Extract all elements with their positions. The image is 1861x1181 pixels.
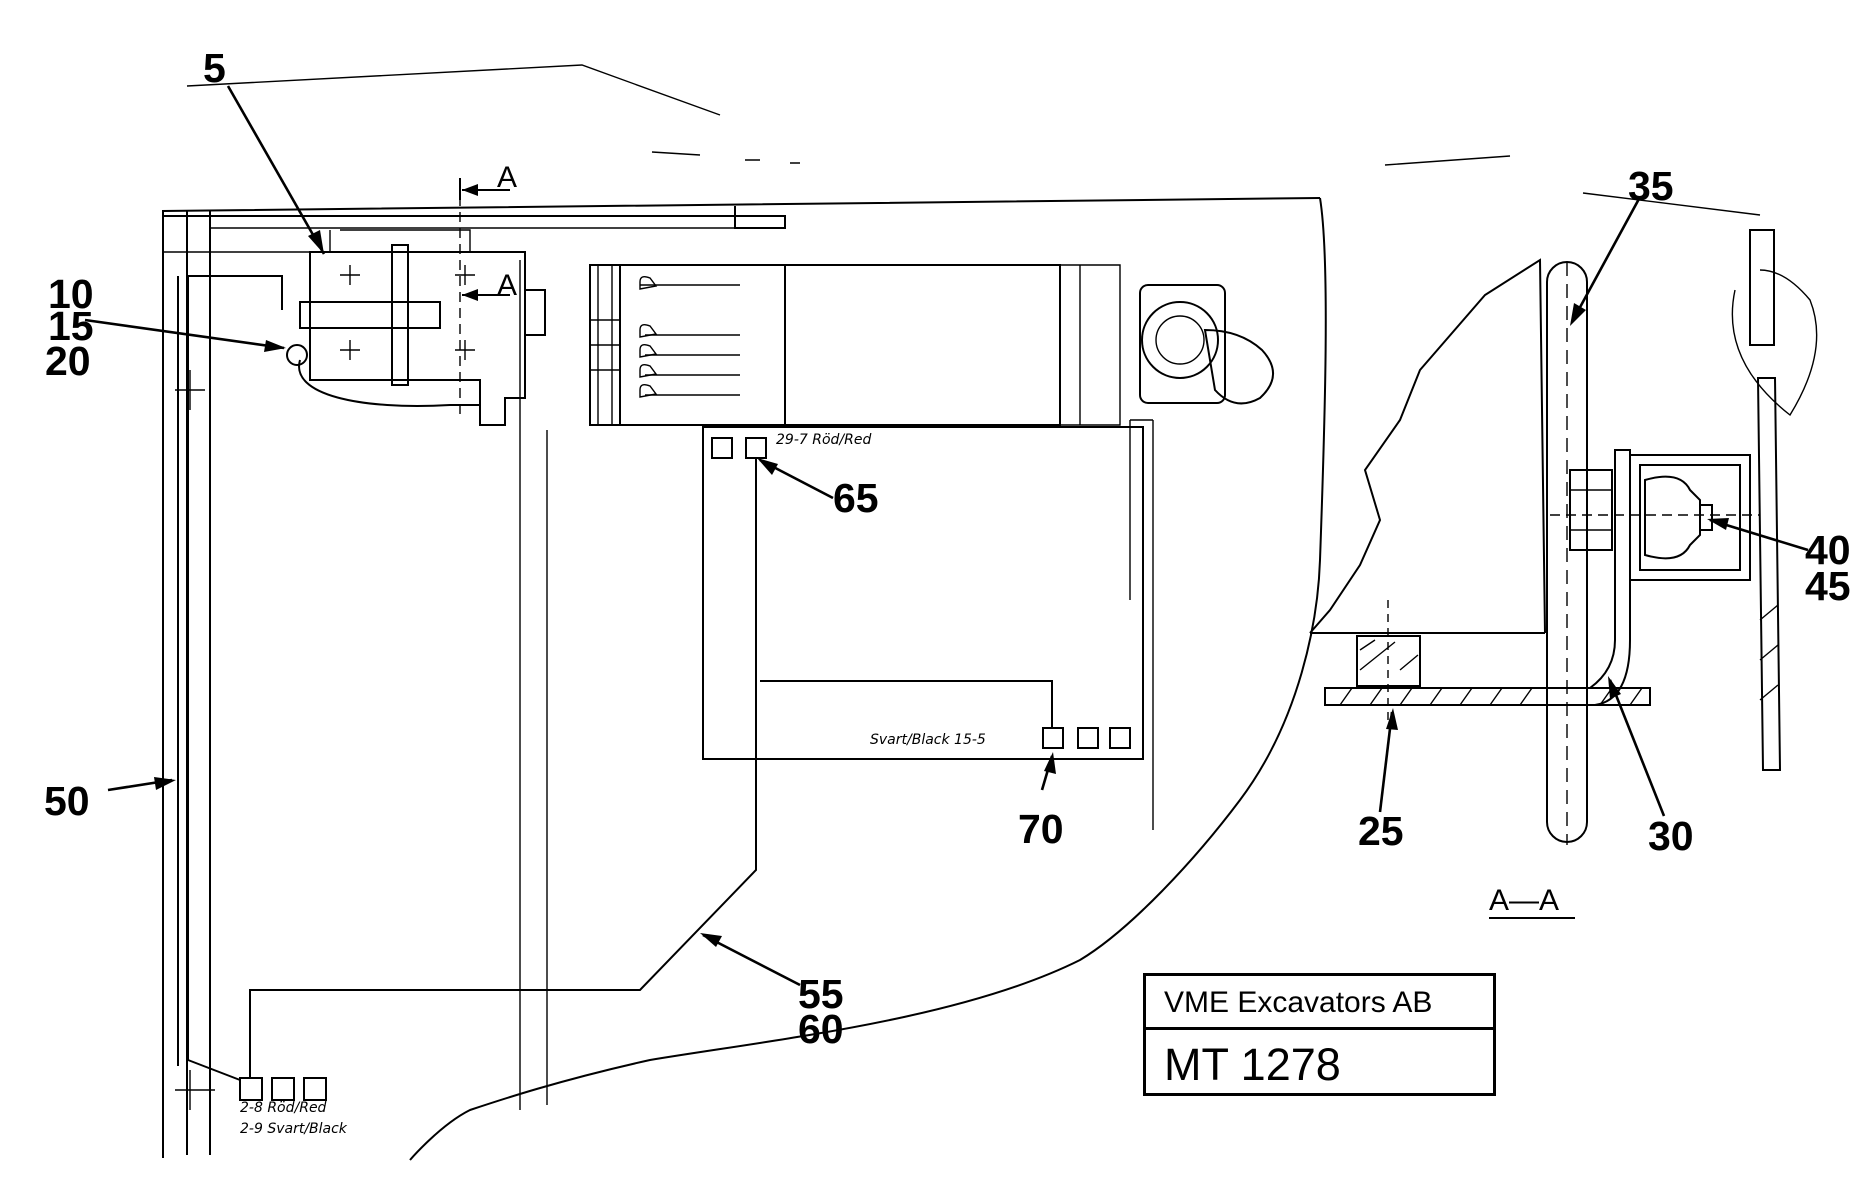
callout-55: 55 <box>798 971 844 1017</box>
wire-label-29-7: 29-7 Röd/Red <box>776 432 871 448</box>
callout-65: 65 <box>833 475 879 521</box>
callout-numbers: 5 10 15 20 50 65 70 55 60 35 40 45 25 30 <box>44 45 1851 1052</box>
terminal-block <box>177 275 327 1101</box>
drawing-number: MT 1278 <box>1164 1039 1341 1090</box>
callout-5: 5 <box>203 45 226 91</box>
section-mark-lower: A <box>497 269 517 302</box>
callout-15: 15 <box>48 303 94 349</box>
callout-70: 70 <box>1018 806 1064 852</box>
callout-20: 20 <box>45 338 91 384</box>
leader-arrows <box>84 85 1809 987</box>
wire-label-2-8: 2-8 Röd/Red <box>240 1100 327 1116</box>
callout-60: 60 <box>798 1006 844 1052</box>
company-name: VME Excavators AB <box>1146 976 1493 1030</box>
title-block: VME Excavators AB MT 1278 <box>1143 973 1496 1096</box>
wire-label-2-9: 2-9 Svart/Black <box>240 1121 348 1137</box>
section-a-a <box>1309 229 1818 845</box>
callout-30: 30 <box>1648 813 1694 859</box>
callout-45: 45 <box>1805 563 1851 609</box>
callout-10: 10 <box>48 271 94 317</box>
connector-strip <box>589 264 1121 426</box>
wire-label-15-5: Svart/Black 15-5 <box>870 732 986 748</box>
section-mark-upper: A <box>497 161 517 194</box>
callout-50: 50 <box>44 778 90 824</box>
relay-board <box>249 426 1144 1078</box>
callout-35: 35 <box>1628 163 1674 209</box>
joystick <box>1139 284 1274 405</box>
switch-assembly <box>286 180 546 426</box>
section-view-label: A—A <box>1489 884 1559 917</box>
section-cut-markers <box>459 178 510 301</box>
callout-40: 40 <box>1805 527 1851 573</box>
callout-25: 25 <box>1358 808 1404 854</box>
panel-outline <box>162 64 1761 1161</box>
section-labels: A A A—A <box>497 161 1575 919</box>
wire-labels: 29-7 Röd/Red Svart/Black 15-5 2-8 Röd/Re… <box>240 432 986 1137</box>
